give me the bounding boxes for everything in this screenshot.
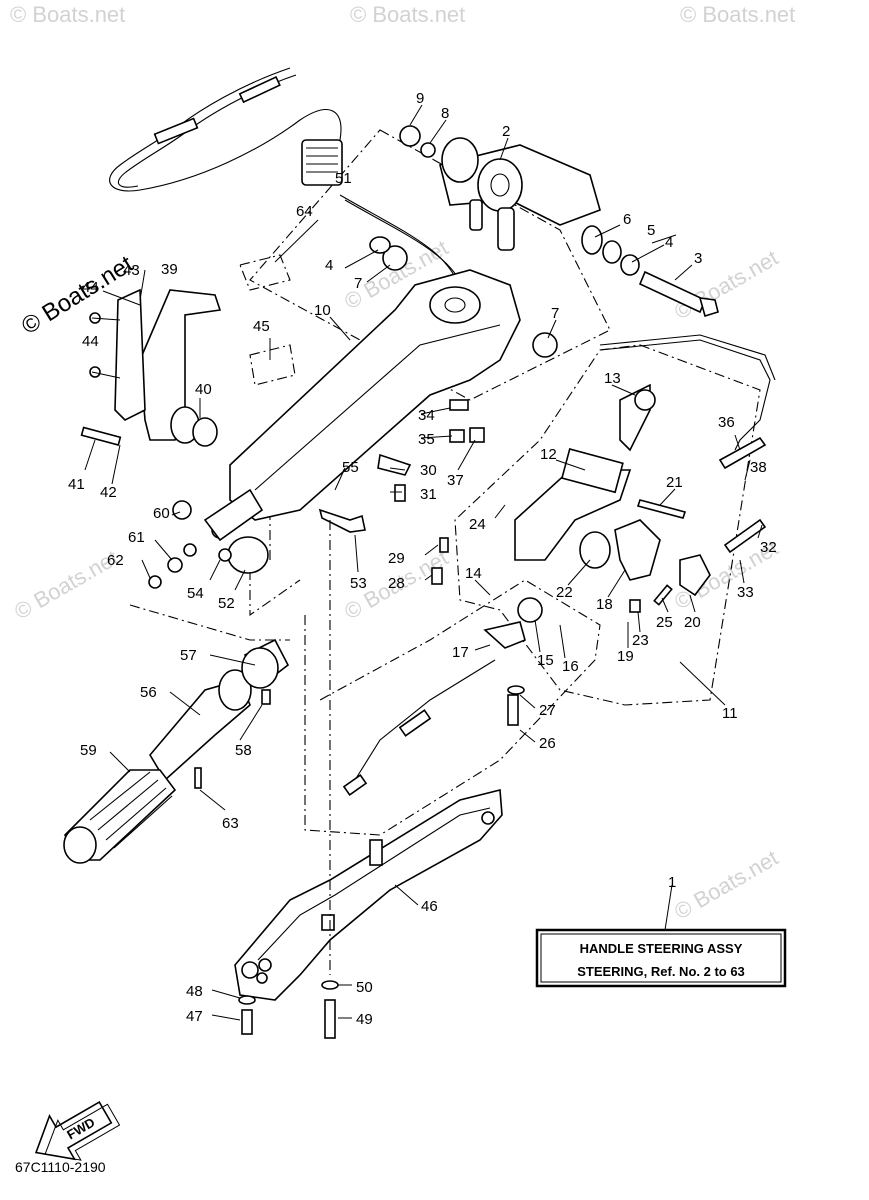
- callout-23: 23: [632, 632, 649, 649]
- callout-5: 5: [647, 222, 655, 239]
- bracket-part-2: [399, 125, 601, 251]
- callout-26: 26: [539, 735, 556, 752]
- callout-12: 12: [540, 446, 557, 463]
- callout-62: 62: [107, 552, 124, 569]
- callout-27: 27: [539, 702, 556, 719]
- callout-40: 40: [195, 381, 212, 398]
- callout-52: 52: [218, 595, 235, 612]
- callout-24: 24: [469, 516, 486, 533]
- callout-56: 56: [140, 684, 157, 701]
- callout-6: 6: [623, 211, 631, 228]
- callout-8: 8: [441, 105, 449, 122]
- watermark-tile: © Boats.net: [350, 2, 465, 27]
- callout-13: 13: [604, 370, 621, 387]
- callout-38: 38: [750, 459, 767, 476]
- callout-35: 35: [418, 431, 435, 448]
- callout-15: 15: [537, 652, 554, 669]
- callout-14: 14: [465, 565, 482, 582]
- callout-34: 34: [418, 407, 435, 424]
- callout-17: 17: [452, 644, 469, 661]
- watermark-tile: © Boats.net: [10, 545, 122, 624]
- watermark-tile: © Boats.net: [10, 2, 125, 27]
- throttle-mechanism: [318, 334, 776, 796]
- callout-21: 21: [666, 474, 683, 491]
- callout-labels: 1 2 3 4 4 5 6 7 7 8 9 10 11 12 13 14 15 …: [68, 90, 777, 1028]
- bolt-part-3: [581, 225, 719, 318]
- watermark-tile: © Boats.net: [670, 245, 782, 324]
- callout-61: 61: [128, 529, 145, 546]
- assembly-title: HANDLE STEERING ASSY: [580, 941, 743, 956]
- callout-60: 60: [153, 505, 170, 522]
- callout-45: 45: [253, 318, 270, 335]
- bottom-cover-part-46: [234, 788, 503, 1001]
- callout-9: 9: [416, 90, 424, 107]
- callout-51: 51: [335, 170, 352, 187]
- screws-bottom: [238, 520, 339, 1039]
- callout-33: 33: [737, 584, 754, 601]
- callout-46: 46: [421, 898, 438, 915]
- callout-11: 11: [722, 705, 738, 722]
- callout-64: 64: [296, 203, 313, 220]
- callout-30: 30: [420, 462, 437, 479]
- callout-3: 3: [694, 250, 702, 267]
- callout-43: 43: [123, 262, 140, 279]
- callout-20: 20: [684, 614, 701, 631]
- callout-19: 19: [617, 648, 634, 665]
- callout-10: 10: [314, 302, 331, 319]
- grip-assembly: [63, 488, 290, 864]
- callout-55: 55: [342, 459, 359, 476]
- callout-22: 22: [556, 584, 573, 601]
- callout-2: 2: [502, 123, 510, 140]
- callout-39: 39: [161, 261, 178, 278]
- steering-handle-part-10: [229, 236, 558, 521]
- lever-part-39: [80, 288, 222, 447]
- callout-44: 44: [82, 279, 99, 296]
- callout-1: 1: [668, 874, 676, 891]
- callout-32: 32: [760, 539, 777, 556]
- callout-7: 7: [354, 275, 362, 292]
- diagram-code: 67C1110-2190: [15, 1159, 106, 1175]
- callout-58: 58: [235, 742, 252, 759]
- callout-4: 4: [325, 257, 333, 274]
- watermark-tile: © Boats.net: [680, 2, 795, 27]
- callout-29: 29: [388, 550, 405, 567]
- callout-48: 48: [186, 983, 203, 1000]
- leader-lines: [84, 104, 763, 1021]
- callout-4: 4: [665, 234, 673, 251]
- callout-57: 57: [180, 647, 197, 664]
- callout-7: 7: [551, 305, 559, 322]
- callout-59: 59: [80, 742, 97, 759]
- callout-50: 50: [356, 979, 373, 996]
- assembly-subtitle: STEERING, Ref. No. 2 to 63: [577, 964, 745, 979]
- watermark-tile: © Boats.net: [670, 845, 782, 924]
- callout-63: 63: [222, 815, 239, 832]
- callout-28: 28: [388, 575, 405, 592]
- callout-47: 47: [186, 1008, 203, 1025]
- connector-part-51: [301, 139, 343, 186]
- callout-36: 36: [718, 414, 735, 431]
- callout-44: 44: [82, 333, 99, 350]
- callout-41: 41: [68, 476, 85, 493]
- callout-25: 25: [656, 614, 673, 631]
- dashed-outlines: [129, 129, 761, 836]
- callout-31: 31: [420, 486, 437, 503]
- callout-18: 18: [596, 596, 613, 613]
- callout-53: 53: [350, 575, 367, 592]
- assembly-label-box: HANDLE STEERING ASSY STEERING, Ref. No. …: [535, 928, 787, 988]
- callout-37: 37: [447, 472, 464, 489]
- callout-49: 49: [356, 1011, 373, 1028]
- callout-16: 16: [562, 658, 579, 675]
- callout-42: 42: [100, 484, 117, 501]
- callout-54: 54: [187, 585, 204, 602]
